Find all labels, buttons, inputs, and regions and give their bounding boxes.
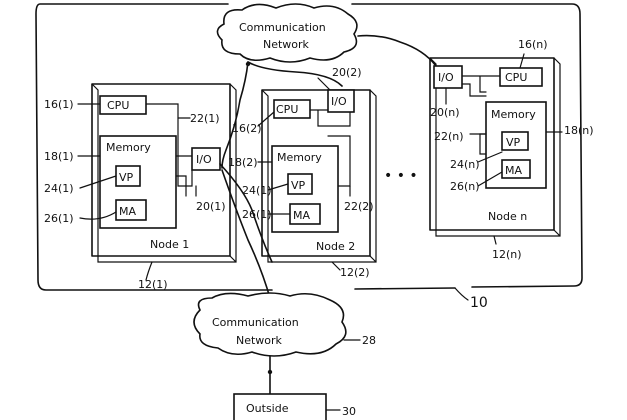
node2-ref-ma: 26(1) (242, 208, 272, 221)
bottom-network-line2: Network (236, 334, 283, 347)
noden-ref-node: 12(n) (492, 248, 522, 261)
noden-ref-vp: 24(n) (450, 158, 480, 171)
node-n: Node n I/O CPU Memory VP MA 16(n) 20(n) … (429, 38, 594, 261)
node1-ma-box (115, 199, 147, 221)
noden-io-label: I/O (438, 71, 454, 84)
node1-vp-label: VP (119, 171, 134, 184)
node2-io-label: I/O (331, 95, 347, 108)
node1-to-bottom-net-link (221, 169, 271, 299)
outside-ref: 30 (342, 405, 356, 418)
noden-ref-ma: 26(n) (450, 180, 480, 193)
top-net-to-node2-link (247, 61, 343, 87)
node2-ma-label: MA (293, 209, 310, 222)
noden-vp-box (501, 131, 529, 151)
node1-bus (145, 103, 193, 197)
node1-memory-label: Memory (106, 141, 151, 154)
noden-ma-label: MA (505, 164, 522, 177)
outside-junction (267, 369, 273, 375)
bottom-network-cloud: Communication Network 28 (193, 292, 376, 357)
node1-title: Node 1 (150, 238, 189, 251)
node2-io-box (327, 89, 355, 113)
system-boundary (35, 3, 583, 291)
noden-ref-bus: 22(n) (434, 130, 464, 143)
node2-vp-label: VP (291, 179, 306, 192)
node-2: Node 2 CPU I/O Memory VP MA 20(2) 16(2) … (228, 66, 377, 279)
node-1: Node 1 CPU Memory VP MA I/O 16(1) 18(1) … (44, 83, 237, 291)
node1-frame (91, 83, 231, 257)
noden-io-box (433, 65, 463, 89)
node1-ref-vp: 24(1) (44, 182, 74, 195)
node1-ref-cpu: 16(1) (44, 98, 74, 111)
noden-title: Node n (488, 210, 527, 223)
bottom-network-ref: 28 (362, 334, 376, 347)
node1-to-node2-link (219, 163, 273, 263)
noden-ref-mem: 18(n) (564, 124, 594, 137)
node1-io-box (191, 147, 221, 171)
nodes-ellipsis: • • • (384, 168, 418, 184)
system-ref-leader (454, 287, 469, 301)
node1-ref-io: 20(1) (196, 200, 226, 213)
noden-frame (429, 57, 555, 231)
node2-title: Node 2 (316, 240, 355, 253)
top-net-junction (245, 61, 251, 67)
node1-ref-mem: 18(1) (44, 150, 74, 163)
top-network-cloud: Communication Network (216, 3, 358, 63)
node2-bus (309, 109, 351, 187)
top-network-line2: Network (263, 38, 310, 51)
top-net-to-node1-link (221, 61, 249, 169)
noden-bus (461, 75, 501, 155)
node1-io-label: I/O (196, 153, 212, 166)
noden-cpu-box (499, 67, 543, 87)
outside-box (233, 393, 327, 420)
system-ref: 10 (470, 295, 488, 311)
node2-ref-bus: 22(2) (344, 200, 374, 213)
noden-cpu-label: CPU (505, 71, 527, 84)
noden-memory-label: Memory (491, 108, 536, 121)
node2-ref-cpu: 16(2) (232, 122, 262, 135)
outside-label: Outside (246, 402, 289, 415)
noden-ref-cpu: 16(n) (518, 38, 548, 51)
node1-ref-node: 12(1) (138, 278, 168, 291)
bottom-network-line1: Communication (212, 316, 299, 329)
node2-cpu-label: CPU (276, 103, 298, 116)
noden-vp-label: VP (506, 136, 521, 149)
node1-cpu-box (99, 95, 147, 115)
node1-cpu-label: CPU (107, 99, 129, 112)
node2-frame (261, 89, 371, 257)
node2-ref-io: 20(2) (332, 66, 362, 79)
node2-cpu-box (273, 99, 311, 119)
top-net-to-noden-link (357, 34, 437, 67)
node2-ref-mem: 18(2) (228, 156, 258, 169)
node1-ref-ma: 26(1) (44, 212, 74, 225)
node2-ref-node: 12(2) (340, 266, 370, 279)
node2-memory-label: Memory (277, 151, 322, 164)
noden-ma-box (501, 159, 531, 179)
node1-ma-label: MA (119, 205, 136, 218)
node1-ref-bus: 22(1) (190, 112, 220, 125)
noden-ref-io: 20(n) (430, 106, 460, 119)
top-network-line1: Communication (239, 21, 326, 34)
node2-ref-vp: 24(1) (242, 184, 272, 197)
